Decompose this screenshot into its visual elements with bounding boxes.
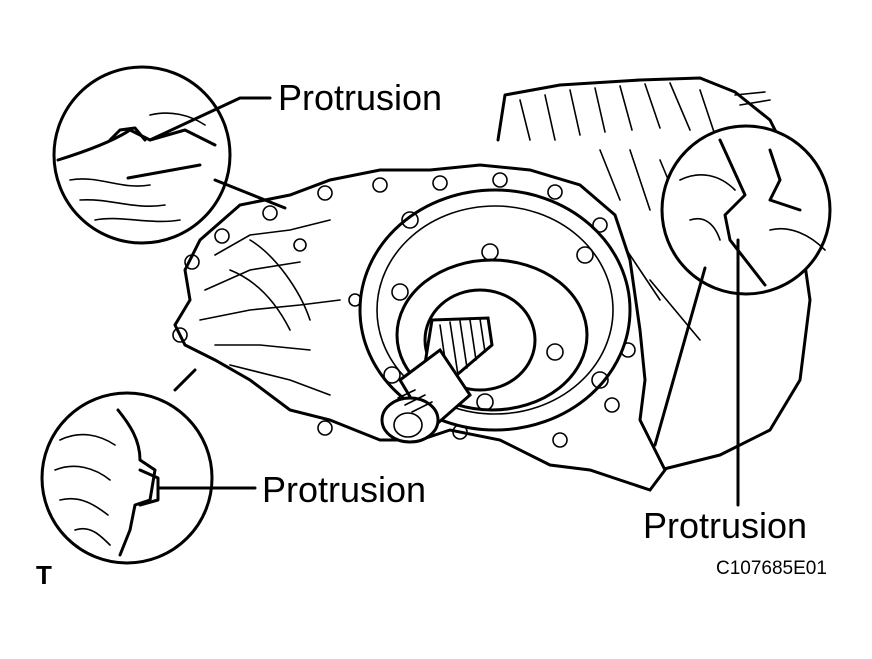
protrusion-label-left: Protrusion — [262, 469, 427, 510]
leader-top — [148, 96, 272, 142]
leader-left-body — [173, 368, 197, 392]
protrusion-label-right: Protrusion — [643, 505, 808, 546]
callout-circle-right — [660, 124, 832, 296]
callout-circle-left — [40, 391, 214, 565]
leader-top-body — [213, 178, 287, 210]
figure-code: C107685E01 — [716, 558, 827, 579]
leader-right-body — [653, 266, 707, 447]
view-letter: T — [36, 560, 52, 590]
callout-circle-top — [52, 65, 232, 245]
protrusion-label-top: Protrusion — [278, 77, 443, 118]
output-housing — [358, 188, 632, 444]
